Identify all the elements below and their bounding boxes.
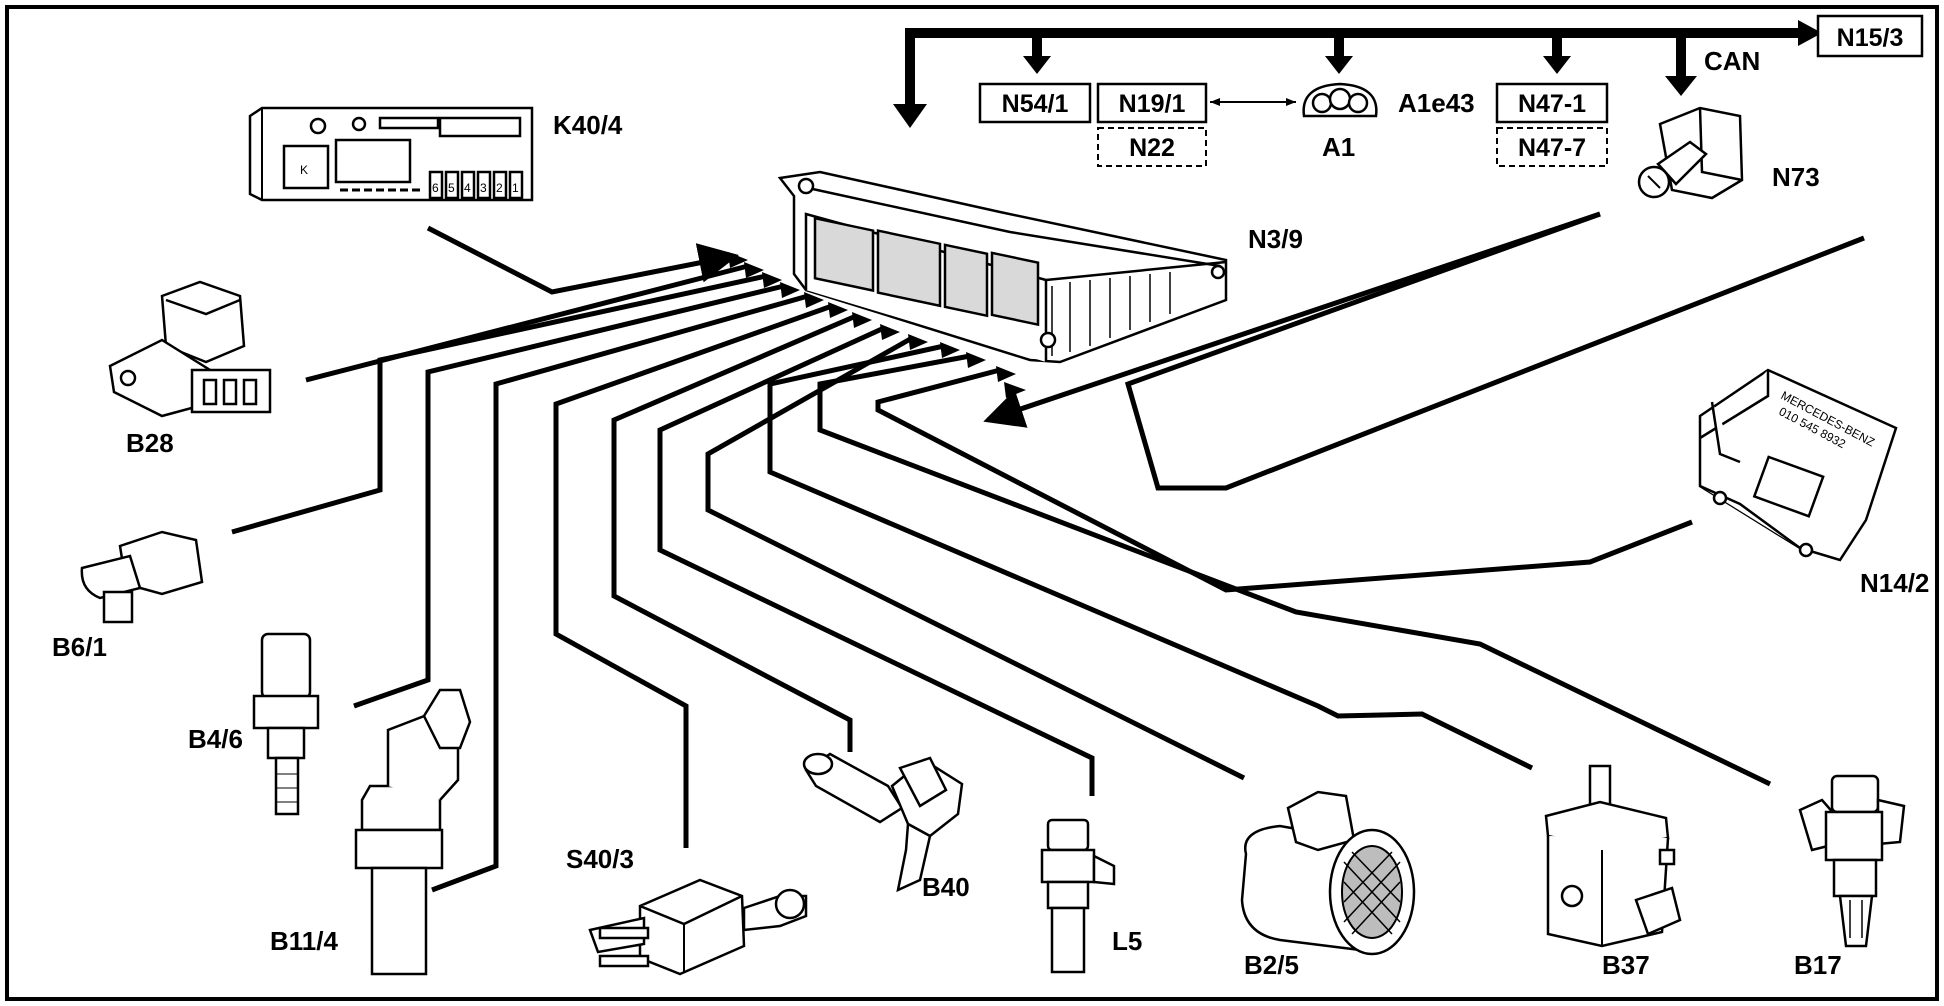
svg-text:3: 3: [480, 181, 487, 195]
engine-control-unit-n3-9: [777, 170, 1228, 364]
air-mass-sensor-b2-5: [1240, 790, 1416, 956]
pedal-sensor-b37: [1544, 764, 1682, 948]
box-n19-1: N19/1: [1096, 82, 1208, 124]
svg-text:N47-7: N47-7: [1518, 134, 1586, 162]
svg-text:N22: N22: [1129, 134, 1175, 162]
svg-text:N15/3: N15/3: [1837, 24, 1904, 52]
glow-control-unit-n14-2: MERCEDES-BENZ 010 545 8932: [1698, 368, 1898, 562]
box-n47-7: N47-7: [1496, 127, 1608, 167]
label-b2-5: B2/5: [1244, 950, 1299, 980]
can-bus: [893, 20, 1822, 128]
label-n3-9: N3/9: [1248, 224, 1303, 254]
diagram-frame: [5, 5, 1939, 1001]
label-l5: L5: [1112, 926, 1142, 956]
crankshaft-sensor-l5: [1040, 818, 1116, 974]
label-s40-3: S40/3: [566, 844, 634, 874]
box-n15-3: N15/3: [1816, 14, 1924, 58]
svg-text:5: 5: [448, 181, 455, 195]
label-b40: B40: [922, 872, 970, 902]
svg-text:K: K: [300, 163, 308, 177]
label-b4-6: B4/6: [188, 724, 243, 754]
label-b17: B17: [1794, 950, 1842, 980]
label-n73: N73: [1772, 162, 1820, 192]
label-b11-4: B11/4: [270, 926, 338, 956]
svg-text:N54/1: N54/1: [1002, 90, 1069, 118]
svg-text:N19/1: N19/1: [1119, 90, 1186, 118]
label-a1e43: A1e43: [1398, 88, 1475, 118]
pressure-sensor-b28: [108, 280, 272, 418]
label-b37: B37: [1602, 950, 1650, 980]
label-n14-2: N14/2: [1860, 568, 1929, 598]
svg-text:N47-1: N47-1: [1518, 90, 1586, 118]
ignition-switch-n73: [1637, 106, 1744, 200]
box-n54-1: N54/1: [978, 82, 1092, 124]
coolant-sensor-b11-4: [354, 688, 472, 976]
svg-text:4: 4: [464, 181, 471, 195]
fuse-relay-module-k40-4: K 6 5 4 3 2 1: [248, 106, 534, 202]
camshaft-sensor-b6-1: [80, 530, 204, 624]
label-b28: B28: [126, 428, 174, 458]
svg-text:2: 2: [496, 181, 503, 195]
instrument-cluster-a1: [1210, 82, 1378, 118]
svg-text:6: 6: [432, 181, 439, 195]
label-k40-4: K40/4: [553, 110, 623, 140]
temperature-sensor-b4-6: [252, 632, 320, 816]
switch-s40-3: [588, 878, 808, 976]
intake-temp-sensor-b17: [1798, 774, 1906, 948]
label-can: CAN: [1704, 46, 1760, 76]
oil-sensor-b40: [802, 752, 964, 893]
wiring-harness: [231, 211, 1865, 893]
box-n22: N22: [1097, 127, 1207, 167]
box-n47-1: N47-1: [1495, 82, 1609, 124]
label-a1: A1: [1322, 132, 1355, 162]
label-b6-1: B6/1: [52, 632, 107, 662]
svg-text:1: 1: [512, 181, 519, 195]
